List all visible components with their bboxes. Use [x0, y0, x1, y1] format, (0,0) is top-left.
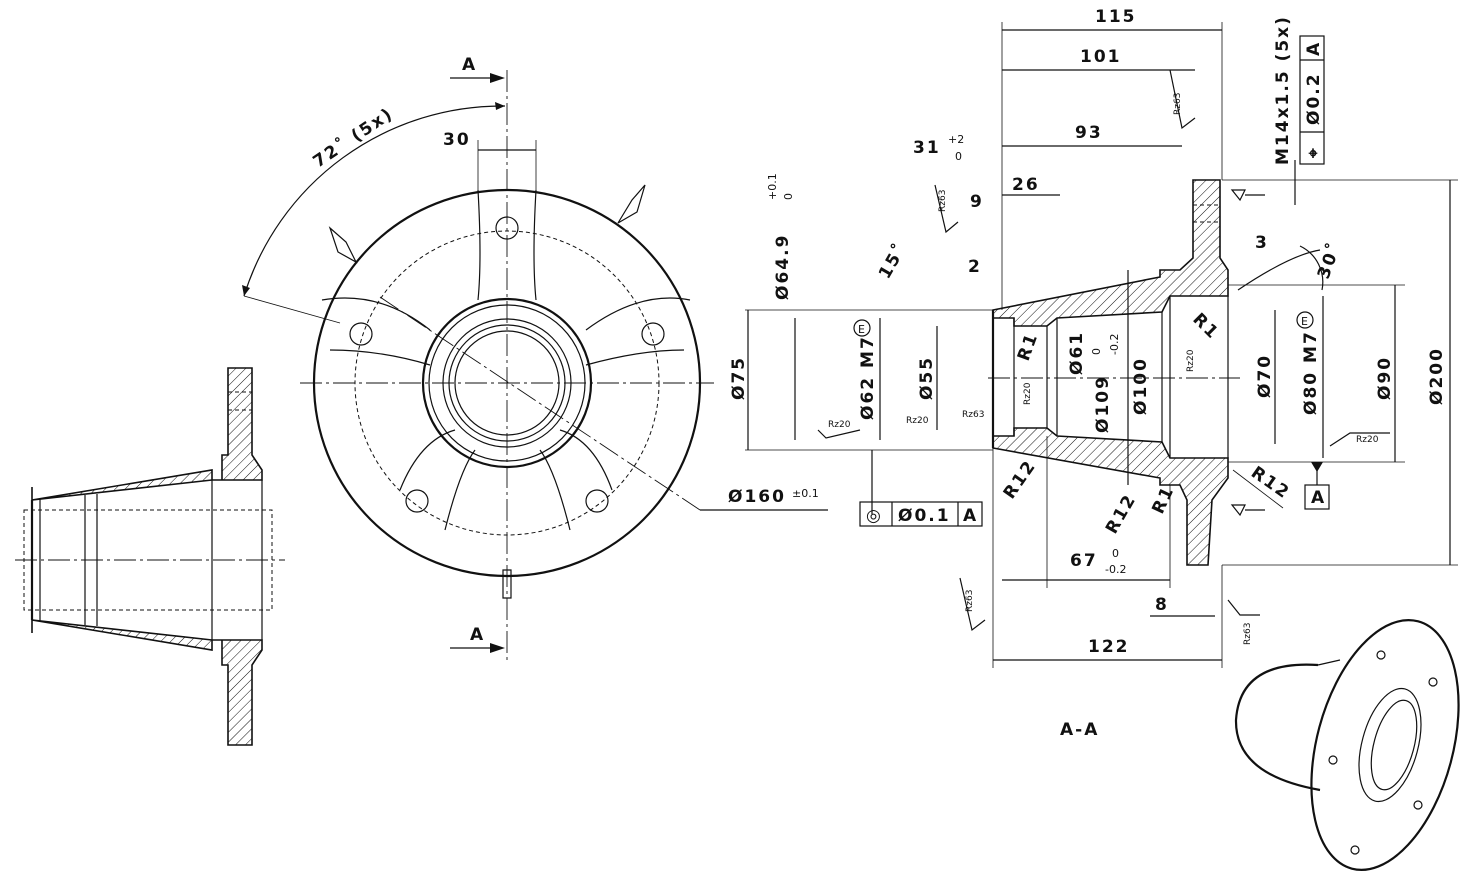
dia-61: Ø61: [1067, 331, 1087, 375]
bolt-circle-tol: ±0.1: [792, 487, 819, 500]
rough-rz63-5: Rz63: [1243, 623, 1253, 645]
angle-30: 30˚: [1312, 238, 1346, 281]
dim-26: 26: [1012, 175, 1040, 195]
angle-15: 15˚: [873, 238, 911, 282]
dim-67-tol-lo: -0.2: [1105, 563, 1126, 576]
dia-62-m7: Ø62 M7: [858, 335, 878, 420]
dia-109-tol-up: 0: [1090, 348, 1103, 355]
radius-r1-c: R1: [1148, 482, 1178, 517]
radius-r12-c: R12: [1247, 463, 1293, 504]
radius-r12-a: R12: [1000, 456, 1041, 502]
dim-31: 31: [913, 138, 941, 158]
dim-67-tol-up: 0: [1112, 547, 1119, 560]
dim-2: 2: [968, 257, 982, 277]
angle-72-label: 72˚ (5x): [308, 102, 397, 172]
envelope-symbol-2: [1296, 311, 1314, 329]
section-title: A-A: [1060, 720, 1099, 740]
section-mark-top: A: [462, 55, 477, 75]
dim-9: 9: [970, 192, 984, 212]
pos-tol-value: Ø0.2: [1304, 72, 1324, 125]
dia-100: Ø100: [1131, 357, 1151, 415]
dim-122: 122: [1088, 637, 1130, 657]
dia-200: Ø200: [1427, 347, 1447, 405]
conc-tol-symbol: ◎: [866, 506, 883, 526]
rough-rz20-3: Rz20: [1023, 382, 1033, 405]
dia-109-tol-lo: -0.2: [1108, 334, 1121, 355]
dim-31-tol-lo: 0: [955, 150, 962, 163]
radius-r12-b: R12: [1102, 490, 1141, 537]
dia-64-9: Ø64.9: [773, 234, 793, 300]
dim-31-tol-up: +2: [948, 133, 964, 146]
dia-55: Ø55: [917, 356, 937, 400]
section-mark-bottom: A: [470, 625, 485, 645]
dim-8: 8: [1155, 595, 1169, 615]
rough-rz20-5: Rz20: [1356, 435, 1379, 445]
rough-rz20-2: Rz20: [906, 416, 929, 426]
dia-109: Ø109: [1093, 375, 1113, 433]
dim-115: 115: [1095, 7, 1137, 27]
dim-3: 3: [1255, 233, 1269, 253]
rough-rz63-3: Rz63: [962, 410, 984, 420]
conc-tol-value: Ø0.1: [898, 506, 951, 526]
radius-r1-b: R1: [1188, 309, 1223, 344]
dia-90: Ø90: [1375, 356, 1395, 400]
pos-tol-datum: A: [1304, 41, 1324, 56]
dia-70: Ø70: [1255, 354, 1275, 398]
rough-rz20-4: Rz20: [1186, 349, 1196, 372]
dim-30: 30: [443, 130, 471, 150]
front-view: [242, 70, 828, 660]
side-view: [15, 367, 285, 746]
rough-rz63-2: Rz63: [938, 190, 948, 212]
datum-a-label: A: [1311, 488, 1326, 508]
dim-67: 67: [1070, 551, 1098, 571]
envelope-label-1: E: [858, 323, 865, 336]
rough-rz63-4: Rz63: [965, 590, 975, 612]
dim-101: 101: [1080, 47, 1122, 67]
envelope-label-2: E: [1301, 315, 1308, 328]
isometric-view: [1234, 619, 1460, 871]
dia-75: Ø75: [729, 356, 749, 400]
conc-tol-datum: A: [963, 506, 978, 526]
envelope-symbol-1: [853, 319, 871, 337]
rough-rz20-1: Rz20: [828, 420, 851, 430]
bolt-circle-dia: Ø160: [728, 487, 786, 507]
dia-80-m7: Ø80 M7: [1301, 330, 1321, 415]
dim-93: 93: [1075, 123, 1103, 143]
dia-64-9-tol-lo: 0: [782, 193, 795, 200]
rough-rz63-1: Rz63: [1173, 93, 1183, 115]
thread-label: M14x1.5 (5x): [1273, 15, 1293, 165]
dia-64-9-tol-up: +0.1: [766, 173, 779, 200]
pos-tol-symbol: ⌖: [1304, 146, 1324, 159]
radius-r1-a: R1: [1014, 330, 1043, 364]
section-view: [745, 22, 1458, 668]
